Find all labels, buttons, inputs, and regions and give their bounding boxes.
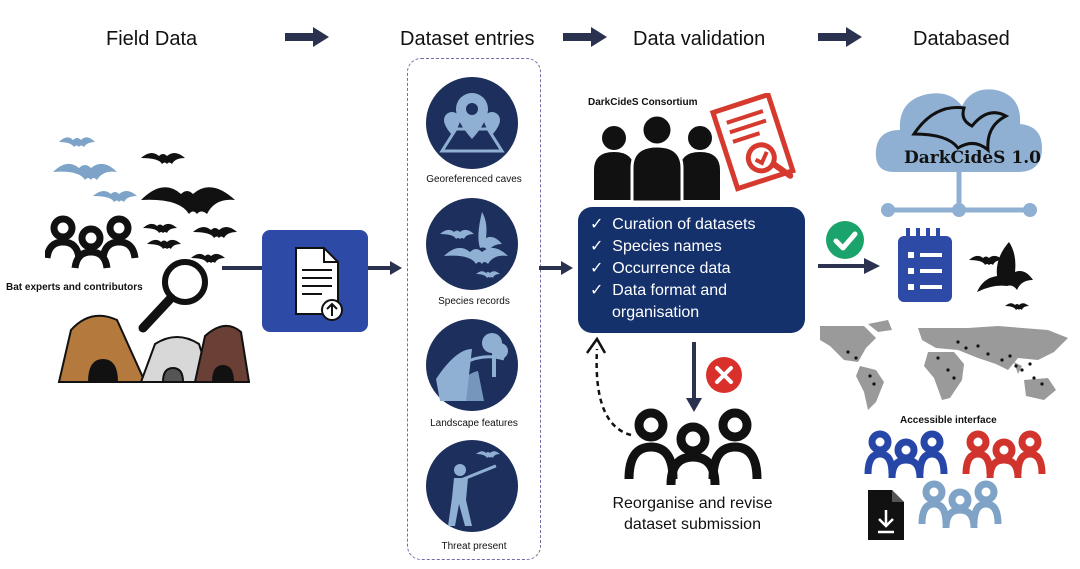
magnifier-icon xyxy=(138,259,208,333)
arrow-to-database xyxy=(818,258,880,274)
cloud-database-icon xyxy=(875,89,1042,217)
arrow-to-entries xyxy=(368,261,402,275)
arrow-to-validation xyxy=(539,261,573,275)
checklist-item-format-cont: organisation xyxy=(612,304,700,321)
bats-database-icon xyxy=(969,242,1033,310)
entry-label-landscape: Landscape features xyxy=(430,418,518,429)
map-pin-icon xyxy=(439,93,505,153)
dashed-feedback-arrow xyxy=(585,336,632,437)
field-data-illustration xyxy=(45,137,250,383)
revise-people-icon xyxy=(624,408,762,486)
world-map-icon xyxy=(820,320,1068,410)
bats-icon xyxy=(440,212,508,278)
checklist-item-curation: ✓ Curation of datasets xyxy=(590,216,756,233)
checklist-item-format: ✓ Data format and xyxy=(590,282,728,299)
certificate-icon xyxy=(709,93,796,192)
clipboard-checklist-icon xyxy=(898,228,952,302)
checklist-item-species: ✓ Species names xyxy=(590,238,722,255)
arrow-down-reject xyxy=(686,342,702,412)
bat-light-icon xyxy=(53,137,137,202)
people-light-icon xyxy=(918,480,1002,529)
green-check-icon xyxy=(826,221,864,259)
consortium-people-icon xyxy=(594,113,720,202)
checklist-item-occurrence: ✓ Occurrence data xyxy=(590,260,731,277)
connector-line-1 xyxy=(222,266,264,270)
entry-circle-threat xyxy=(426,440,518,532)
download-file-icon xyxy=(868,490,904,540)
entry-label-threat: Threat present xyxy=(441,541,507,552)
hunter-icon xyxy=(448,451,500,526)
header-databased: Databased xyxy=(913,28,1010,50)
entry-label-caves: Georeferenced caves xyxy=(426,174,522,185)
header-dataset-entries: Dataset entries xyxy=(400,28,535,50)
red-cross-icon xyxy=(706,357,742,393)
entry-circle-species xyxy=(426,198,518,290)
contributors-label: Bat experts and contributors xyxy=(6,282,143,293)
revise-line-2: dataset submission xyxy=(624,516,761,533)
document-upload-box xyxy=(262,230,368,332)
revise-line-1: Reorganise and revise xyxy=(612,495,773,512)
header-field-data: Field Data xyxy=(106,28,198,50)
cloud-label: DarkCideS 1.0 xyxy=(904,148,1041,168)
people-red-icon xyxy=(962,430,1046,479)
dataset-entries-panel xyxy=(407,58,541,560)
header-arrow-1 xyxy=(285,27,329,47)
people-group-icon xyxy=(45,215,139,269)
people-blue-icon xyxy=(864,430,948,479)
header-data-validation: Data validation xyxy=(633,28,766,50)
header-arrow-3 xyxy=(818,27,862,47)
header-arrow-2 xyxy=(563,27,607,47)
curation-checklist-box: ✓ Curation of datasets ✓ Species names ✓… xyxy=(578,207,805,333)
entry-circle-caves xyxy=(426,77,518,169)
consortium-label: DarkCideS Consortium xyxy=(588,97,698,108)
entry-circle-landscape xyxy=(426,319,518,411)
landscape-icon xyxy=(436,333,508,401)
caves-icon xyxy=(57,314,250,383)
interface-label: Accessible interface xyxy=(900,415,997,426)
revise-submission-text: Reorganise and revise dataset submission xyxy=(590,493,795,535)
document-upload-icon xyxy=(295,247,343,321)
entry-label-species: Species records xyxy=(438,296,510,307)
